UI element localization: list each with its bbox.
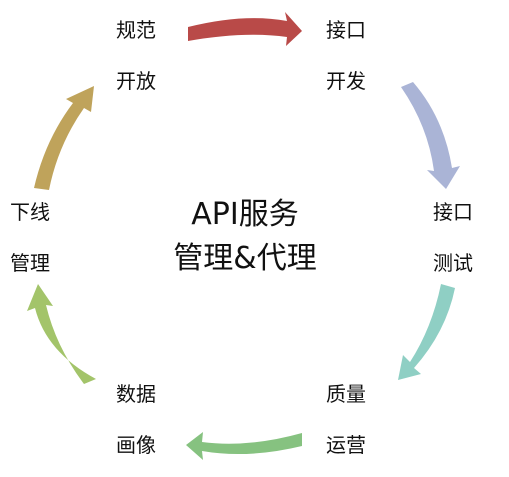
stage-operate-line1: 质量 xyxy=(326,382,366,406)
stage-open: 规范 开放 xyxy=(116,20,156,91)
center-title-line1: API服务 xyxy=(191,197,299,232)
stage-develop-line2: 开发 xyxy=(326,69,366,93)
stage-profile: 数据 画像 xyxy=(116,384,156,455)
stage-offline-line1: 下线 xyxy=(10,200,50,224)
center-title-line2: 管理&代理 xyxy=(173,241,317,276)
stage-open-line1: 规范 xyxy=(116,18,156,42)
arrow-develop-to-test xyxy=(401,82,460,189)
stage-operate-line2: 运营 xyxy=(326,433,366,457)
stage-profile-line2: 画像 xyxy=(116,433,156,457)
stage-test: 接口 测试 xyxy=(433,202,473,273)
arrow-open-to-develop xyxy=(188,12,302,46)
center-title: API服务 管理&代理 xyxy=(140,196,350,278)
stage-offline-line2: 管理 xyxy=(10,251,50,275)
stage-develop: 接口 开发 xyxy=(326,20,366,91)
stage-test-line2: 测试 xyxy=(433,251,473,275)
stage-open-line2: 开放 xyxy=(116,69,156,93)
stage-develop-line1: 接口 xyxy=(326,18,366,42)
arrow-offline-to-open xyxy=(34,86,94,190)
arrow-operate-to-profile xyxy=(186,432,302,460)
arrow-profile-to-offline xyxy=(27,284,96,384)
stage-operate: 质量 运营 xyxy=(326,384,366,455)
stage-test-line1: 接口 xyxy=(433,200,473,224)
stage-profile-line1: 数据 xyxy=(116,382,156,406)
arrow-test-to-operate xyxy=(398,284,455,380)
stage-offline: 下线 管理 xyxy=(10,202,50,273)
